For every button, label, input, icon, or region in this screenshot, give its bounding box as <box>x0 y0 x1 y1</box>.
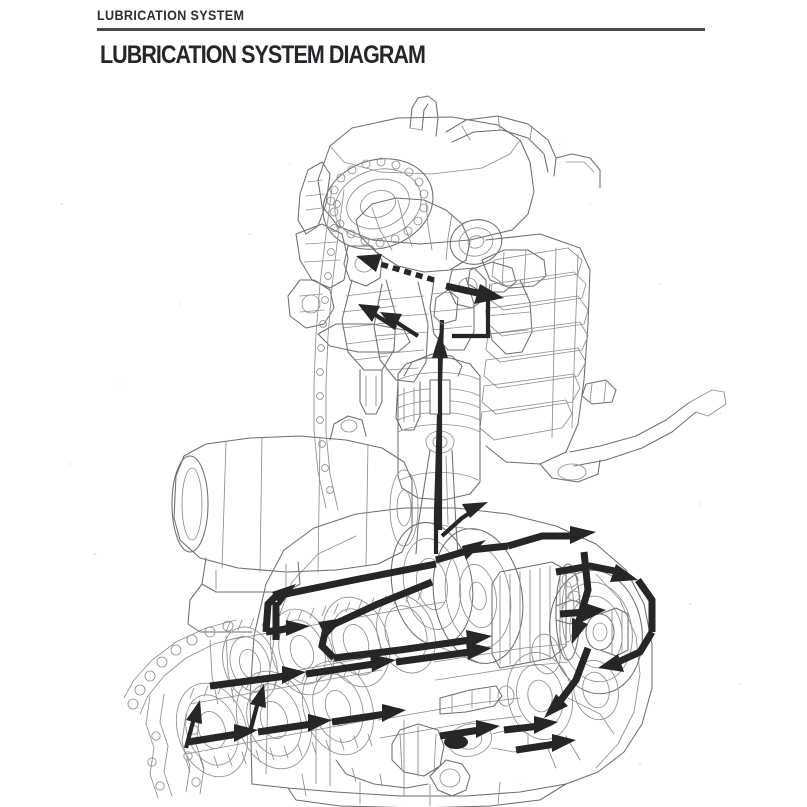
arrow-mainshaft <box>209 642 492 690</box>
header-rule <box>97 28 705 31</box>
crankcase <box>249 507 653 807</box>
scan-noise <box>61 143 741 785</box>
mainshaft-gear-2 <box>269 608 335 696</box>
transmission-gears <box>175 589 619 778</box>
arrow-rocker-feed <box>358 304 420 338</box>
countershaft-gear-5 <box>573 659 619 721</box>
oil-flow-arrows <box>183 254 656 754</box>
arrow-gear-up-left <box>183 684 266 749</box>
drive-chain <box>123 619 245 799</box>
cylinder-head <box>287 116 535 353</box>
arrow-pump-return <box>439 716 558 749</box>
arrow-camshaft-left <box>356 254 435 283</box>
cylinder-ports <box>467 261 727 483</box>
cam-sprocket <box>322 157 434 250</box>
cam-chain <box>313 187 345 511</box>
cam-cover-hoses <box>445 115 601 189</box>
mainshaft <box>433 633 569 681</box>
connecting-rod <box>415 449 459 555</box>
arrow-crank-to-trans <box>572 551 592 644</box>
countershaft <box>377 697 523 739</box>
arrow-right-return <box>544 646 592 718</box>
page-title: LUBRICATION SYSTEM DIAGRAM <box>100 41 426 69</box>
arrow-left-branch <box>262 560 437 636</box>
arrow-gear-cluster <box>318 578 492 662</box>
alternator-cover <box>171 415 419 633</box>
arrow-camshaft-right <box>445 282 504 304</box>
section-header-label: LUBRICATION SYSTEM <box>97 8 245 23</box>
valve-springs <box>341 277 533 383</box>
arrow-crank-journal <box>435 526 596 564</box>
arrow-clutch <box>555 562 656 672</box>
lubrication-system-diagram <box>0 84 807 807</box>
cylinder-fins <box>479 233 591 465</box>
arrow-oil-to-head <box>432 332 488 538</box>
arrow-head-return <box>452 298 491 339</box>
arrow-sump-flow <box>515 734 576 754</box>
shift-spindle <box>439 685 515 715</box>
breather-tube <box>409 95 439 137</box>
engine-cutaway-drawing <box>61 95 741 807</box>
shift-drum <box>335 723 471 797</box>
valve-stems <box>359 369 421 431</box>
